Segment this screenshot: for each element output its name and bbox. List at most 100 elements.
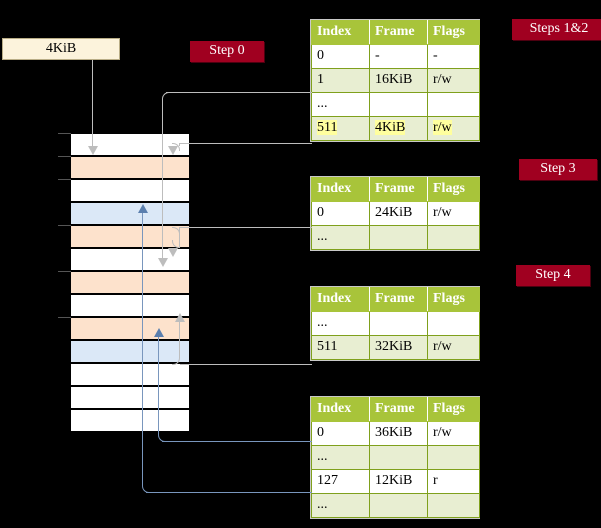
cell-text: 16KiB [375,72,413,87]
cell-text: 511 [317,339,338,354]
cell-frame: 16KiB [369,68,428,93]
column-header-flags: Flags [427,397,480,422]
connector-corner [172,240,180,248]
badge-step-0: Step 0 [190,41,264,62]
connector-corner [142,485,150,493]
cell-index: ... [311,445,370,470]
badge-step-3: Step 3 [519,159,597,180]
cell-flags [427,311,480,336]
cell-flags: r/w [427,68,480,93]
cell-text: 36KiB [375,425,413,440]
cell-frame [369,445,428,470]
cell-index: 511 [311,335,370,360]
cell-flags [427,225,480,250]
cell-text: r [433,473,438,488]
connector-line-horizontal [180,227,312,228]
cell-text: r/w [433,425,452,440]
cell-flags: r/w [427,421,480,446]
cell-frame: 4KiB [369,116,428,141]
source-frame-label: 4KiB [45,41,77,56]
cell-text: 0 [317,205,324,220]
cell-text: r/w [433,339,452,354]
memory-frame-row [70,156,190,179]
badge-steps-1-2: Steps 1&2 [512,19,601,40]
table-row: 127 12KiB r [311,469,480,494]
table-row: 0 24KiB r/w [311,201,480,226]
cell-index: ... [311,92,370,117]
connector-line-vertical [179,143,180,146]
cell-text: r/w [433,72,452,87]
connector-line-vertical [162,99,163,260]
cell-text: ... [317,229,328,244]
connector-line-vertical [142,212,143,486]
connector-arrowhead [168,248,178,257]
cell-frame: 32KiB [369,335,428,360]
column-header-flags: Flags [427,287,480,312]
connector-arrowhead [138,204,148,213]
cell-flags: - [427,44,480,69]
cell-index: 0 [311,44,370,69]
connector-line-vertical [158,336,159,435]
cell-text: 0 [317,48,324,63]
cell-frame [369,92,428,117]
cell-index: 0 [311,421,370,446]
memory-frame-tick [58,156,71,157]
cell-text: 12KiB [375,473,413,488]
cell-text: 24KiB [375,205,413,220]
connector-line-vertical [179,227,180,247]
connector-line-vertical [92,60,93,146]
column-header-index: Index [311,397,370,422]
table-row: ... [311,225,480,250]
memory-frame-row [70,225,190,248]
cell-text: 32KiB [375,339,413,354]
badge-label: Step 0 [209,43,245,58]
cell-flags [427,493,480,518]
connector-arrowhead [88,146,98,155]
connector-line-vertical [179,320,180,358]
cell-text: ... [317,449,328,464]
column-header-frame: Frame [369,20,428,45]
connector-line-horizontal [162,441,312,442]
memory-frame-row [70,386,190,409]
cell-text: 1 [317,72,324,87]
memory-frame-row [70,133,190,156]
cell-frame: 12KiB [369,469,428,494]
connector-arrowhead [175,313,185,322]
source-frame-box: 4KiB [2,38,120,60]
cell-text: 0 [317,425,324,440]
cell-index: ... [311,225,370,250]
column-header-frame: Frame [369,287,428,312]
column-header-flags: Flags [427,177,480,202]
badge-step-4: Step 4 [516,265,590,286]
column-header-frame: Frame [369,397,428,422]
table-row: 0 36KiB r/w [311,421,480,446]
cell-flags: r/w [427,201,480,226]
cell-text: 511 [317,120,338,135]
table-row: 1 16KiB r/w [311,68,480,93]
cell-index: 127 [311,469,370,494]
connector-arrowhead [168,146,178,155]
memory-frame-row [70,294,190,317]
table-row: ... [311,445,480,470]
cell-text: 4KiB [375,120,406,135]
table-row: ... [311,493,480,518]
connector-corner [162,92,170,100]
memory-frame-row [70,409,190,432]
cell-frame: 36KiB [369,421,428,446]
cell-text: r/w [433,205,452,220]
cell-flags [427,445,480,470]
cell-text: - [375,48,380,63]
connector-line-horizontal [166,92,312,93]
